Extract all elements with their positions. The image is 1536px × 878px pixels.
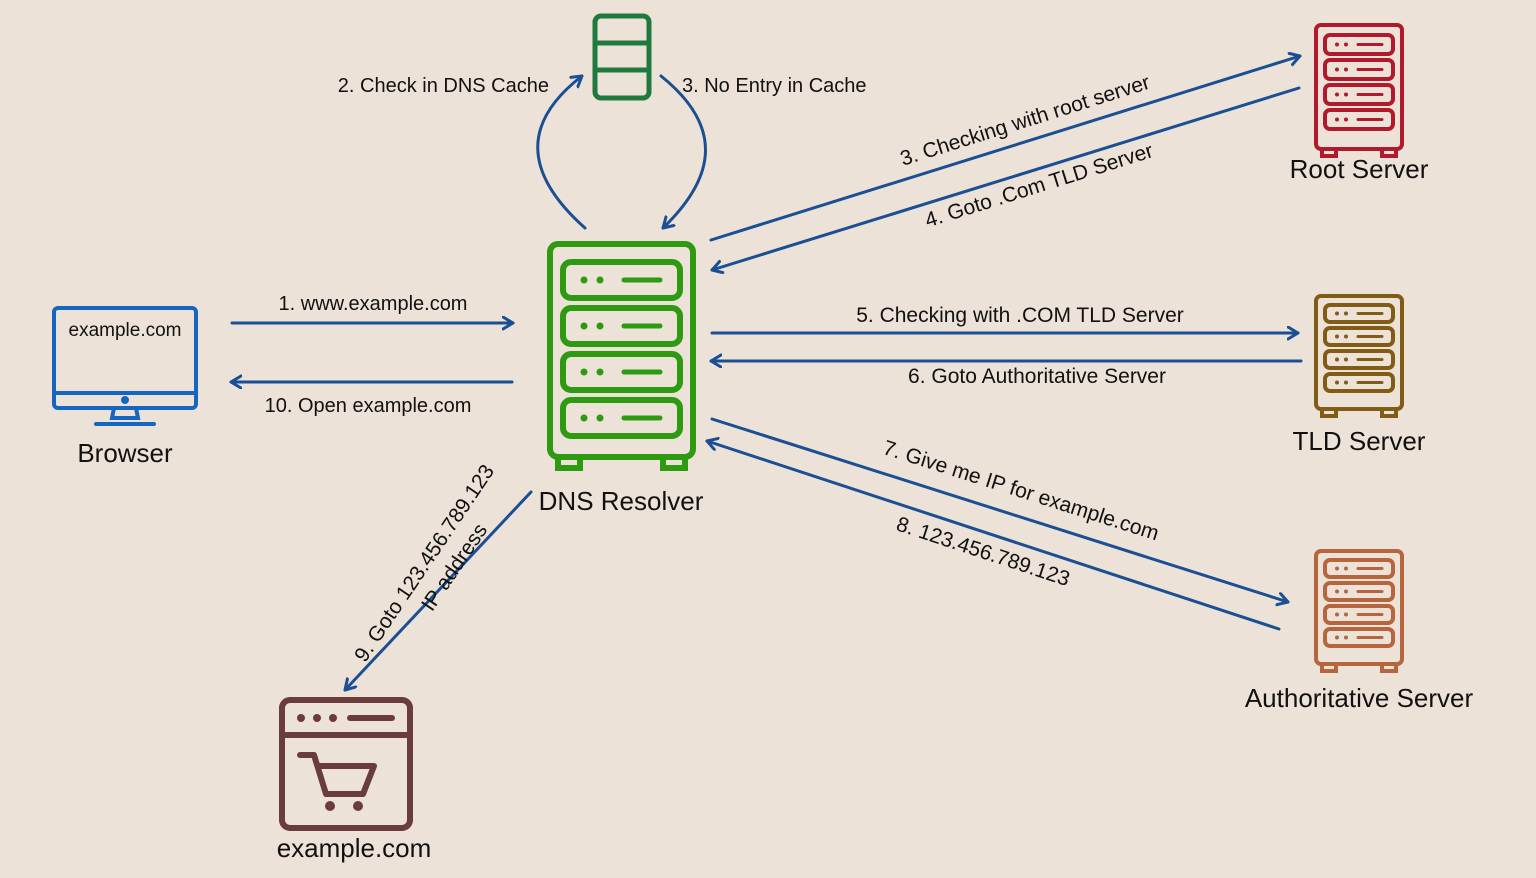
flow-arrows — [229, 56, 1303, 692]
browser-label: Browser — [77, 438, 173, 468]
server-rack-icon — [1314, 23, 1404, 158]
arrow-step-2 — [536, 74, 587, 230]
authoritative-server-node: Authoritative Server — [1245, 549, 1474, 713]
arrow-step-3-cache — [659, 74, 707, 230]
step-2-label: 2. Check in DNS Cache — [338, 75, 549, 97]
tld-leds — [1335, 311, 1384, 385]
arrow-step-4 — [710, 86, 1301, 270]
arrow-step-8 — [705, 441, 1281, 631]
step-6-label: 6. Goto Authoritative Server — [908, 365, 1166, 388]
authoritative-server-label: Authoritative Server — [1245, 683, 1474, 713]
authoritative-leds — [1335, 566, 1384, 640]
database-icon — [592, 13, 652, 101]
root-leds — [1335, 42, 1384, 122]
monitor-icon — [52, 306, 198, 426]
browser-screen-text: example.com — [69, 320, 182, 341]
root-server-label: Root Server — [1290, 154, 1429, 184]
website-dots — [297, 714, 363, 811]
website-label: example.com — [277, 833, 432, 863]
step-labels: 1. www.example.com 10. Open example.com … — [265, 71, 1184, 666]
website-node: example.com — [277, 697, 432, 863]
arrow-step-3-root — [709, 56, 1302, 242]
root-server-node: Root Server — [1290, 23, 1429, 184]
resolver-leds — [580, 276, 663, 422]
arrow-step-7 — [710, 417, 1290, 602]
step-1-label: 1. www.example.com — [279, 293, 468, 315]
dns-resolver-node: DNS Resolver — [539, 241, 704, 516]
tld-server-label: TLD Server — [1293, 426, 1426, 456]
web-shop-cart-icon — [279, 697, 413, 831]
step-9-label-line-1: 9. Goto 123.456.789.123 — [350, 461, 499, 667]
step-3-cache-label: 3. No Entry in Cache — [682, 75, 867, 97]
arrow-step-9 — [343, 490, 533, 692]
dns-cache-node — [592, 13, 652, 101]
server-rack-icon — [1314, 549, 1404, 673]
server-rack-icon — [1314, 294, 1404, 418]
dns-resolver-label: DNS Resolver — [539, 486, 704, 516]
step-5-label: 5. Checking with .COM TLD Server — [856, 304, 1184, 327]
step-10-label: 10. Open example.com — [265, 395, 472, 417]
browser-node: example.com Browser — [52, 306, 198, 468]
tld-server-node: TLD Server — [1293, 294, 1426, 456]
server-rack-icon — [547, 241, 696, 471]
